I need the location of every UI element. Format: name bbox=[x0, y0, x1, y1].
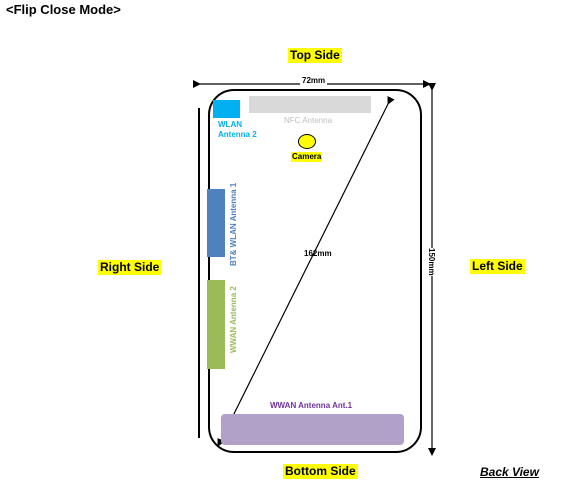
back-view-label: Back View bbox=[480, 465, 539, 479]
device-outline bbox=[208, 89, 422, 453]
diagonal-label: 162mm bbox=[304, 249, 332, 258]
wlan-antenna-2-label: WLAN Antenna 2 bbox=[218, 120, 257, 139]
right-side-label: Right Side bbox=[98, 260, 162, 275]
height-label: 150mm bbox=[427, 248, 436, 276]
camera-icon bbox=[298, 134, 316, 149]
top-side-label: Top Side bbox=[288, 48, 342, 63]
wwan-antenna-1-block bbox=[221, 414, 404, 445]
bt-wlan-antenna-1-block bbox=[207, 189, 225, 257]
wlan-antenna-2-block bbox=[213, 100, 240, 118]
bottom-side-label: Bottom Side bbox=[283, 464, 358, 479]
wwan-antenna-1-label: WWAN Antenna Ant.1 bbox=[270, 401, 353, 410]
wwan-antenna-2-label: WWAN Antenna 2 bbox=[229, 286, 238, 353]
width-label: 72mm bbox=[300, 76, 328, 85]
page-title: <Flip Close Mode> bbox=[6, 2, 121, 17]
camera-label: Camera bbox=[291, 152, 323, 162]
hinge-edge bbox=[198, 108, 208, 438]
nfc-antenna-label: NFC Antenna bbox=[284, 116, 333, 125]
wwan-antenna-2-block bbox=[207, 280, 225, 369]
bt-wlan-antenna-1-label: BT& WLAN Antenna 1 bbox=[229, 182, 238, 266]
nfc-antenna-block bbox=[249, 96, 371, 113]
diagonal-arrow bbox=[217, 95, 395, 447]
left-side-label: Left Side bbox=[470, 259, 525, 274]
